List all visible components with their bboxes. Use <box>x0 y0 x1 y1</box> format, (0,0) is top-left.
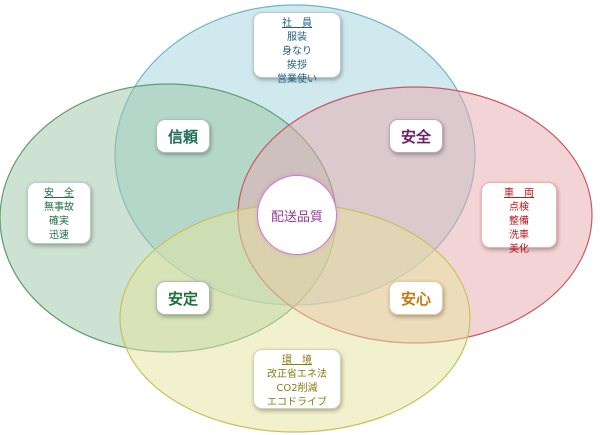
staff-item: 身なり <box>282 46 312 57</box>
vehicle-box-title: 車 両 <box>504 188 534 199</box>
environment-item: CO2削減 <box>276 383 318 394</box>
environment-item: 改正省エネ法 <box>267 369 327 380</box>
safety-item: 無事故 <box>44 202 74 213</box>
safety-item: 確実 <box>49 216 69 227</box>
environment-box: 環 境 改正省エネ法 CO2削減 エコドライブ <box>253 349 341 409</box>
safety-box-title: 安 全 <box>44 188 74 199</box>
trust-label: 信頼 <box>156 119 210 153</box>
vehicle-item: 美化 <box>509 244 529 255</box>
stability-label: 安定 <box>156 281 210 315</box>
safety-item: 迅速 <box>49 230 69 241</box>
staff-item: 挨拶 <box>287 60 307 71</box>
safety-box: 安 全 無事故 確実 迅速 <box>27 182 91 244</box>
environment-item: エコドライブ <box>267 397 327 408</box>
vehicle-item: 整備 <box>509 216 529 227</box>
environment-box-title: 環 境 <box>282 355 312 366</box>
safety-intersection-label: 安全 <box>389 119 443 153</box>
center-delivery-quality: 配送品質 <box>257 175 337 255</box>
staff-item: 営業使い <box>277 74 317 85</box>
relief-label: 安心 <box>389 281 443 315</box>
vehicle-item: 洗車 <box>509 230 529 241</box>
vehicle-item: 点検 <box>509 202 529 213</box>
vehicle-box: 車 両 点検 整備 洗車 美化 <box>481 182 557 255</box>
staff-box-title: 社 員 <box>282 18 312 29</box>
staff-box: 社 員 服装 身なり 挨拶 営業使い <box>253 12 341 85</box>
staff-item: 服装 <box>287 32 307 43</box>
